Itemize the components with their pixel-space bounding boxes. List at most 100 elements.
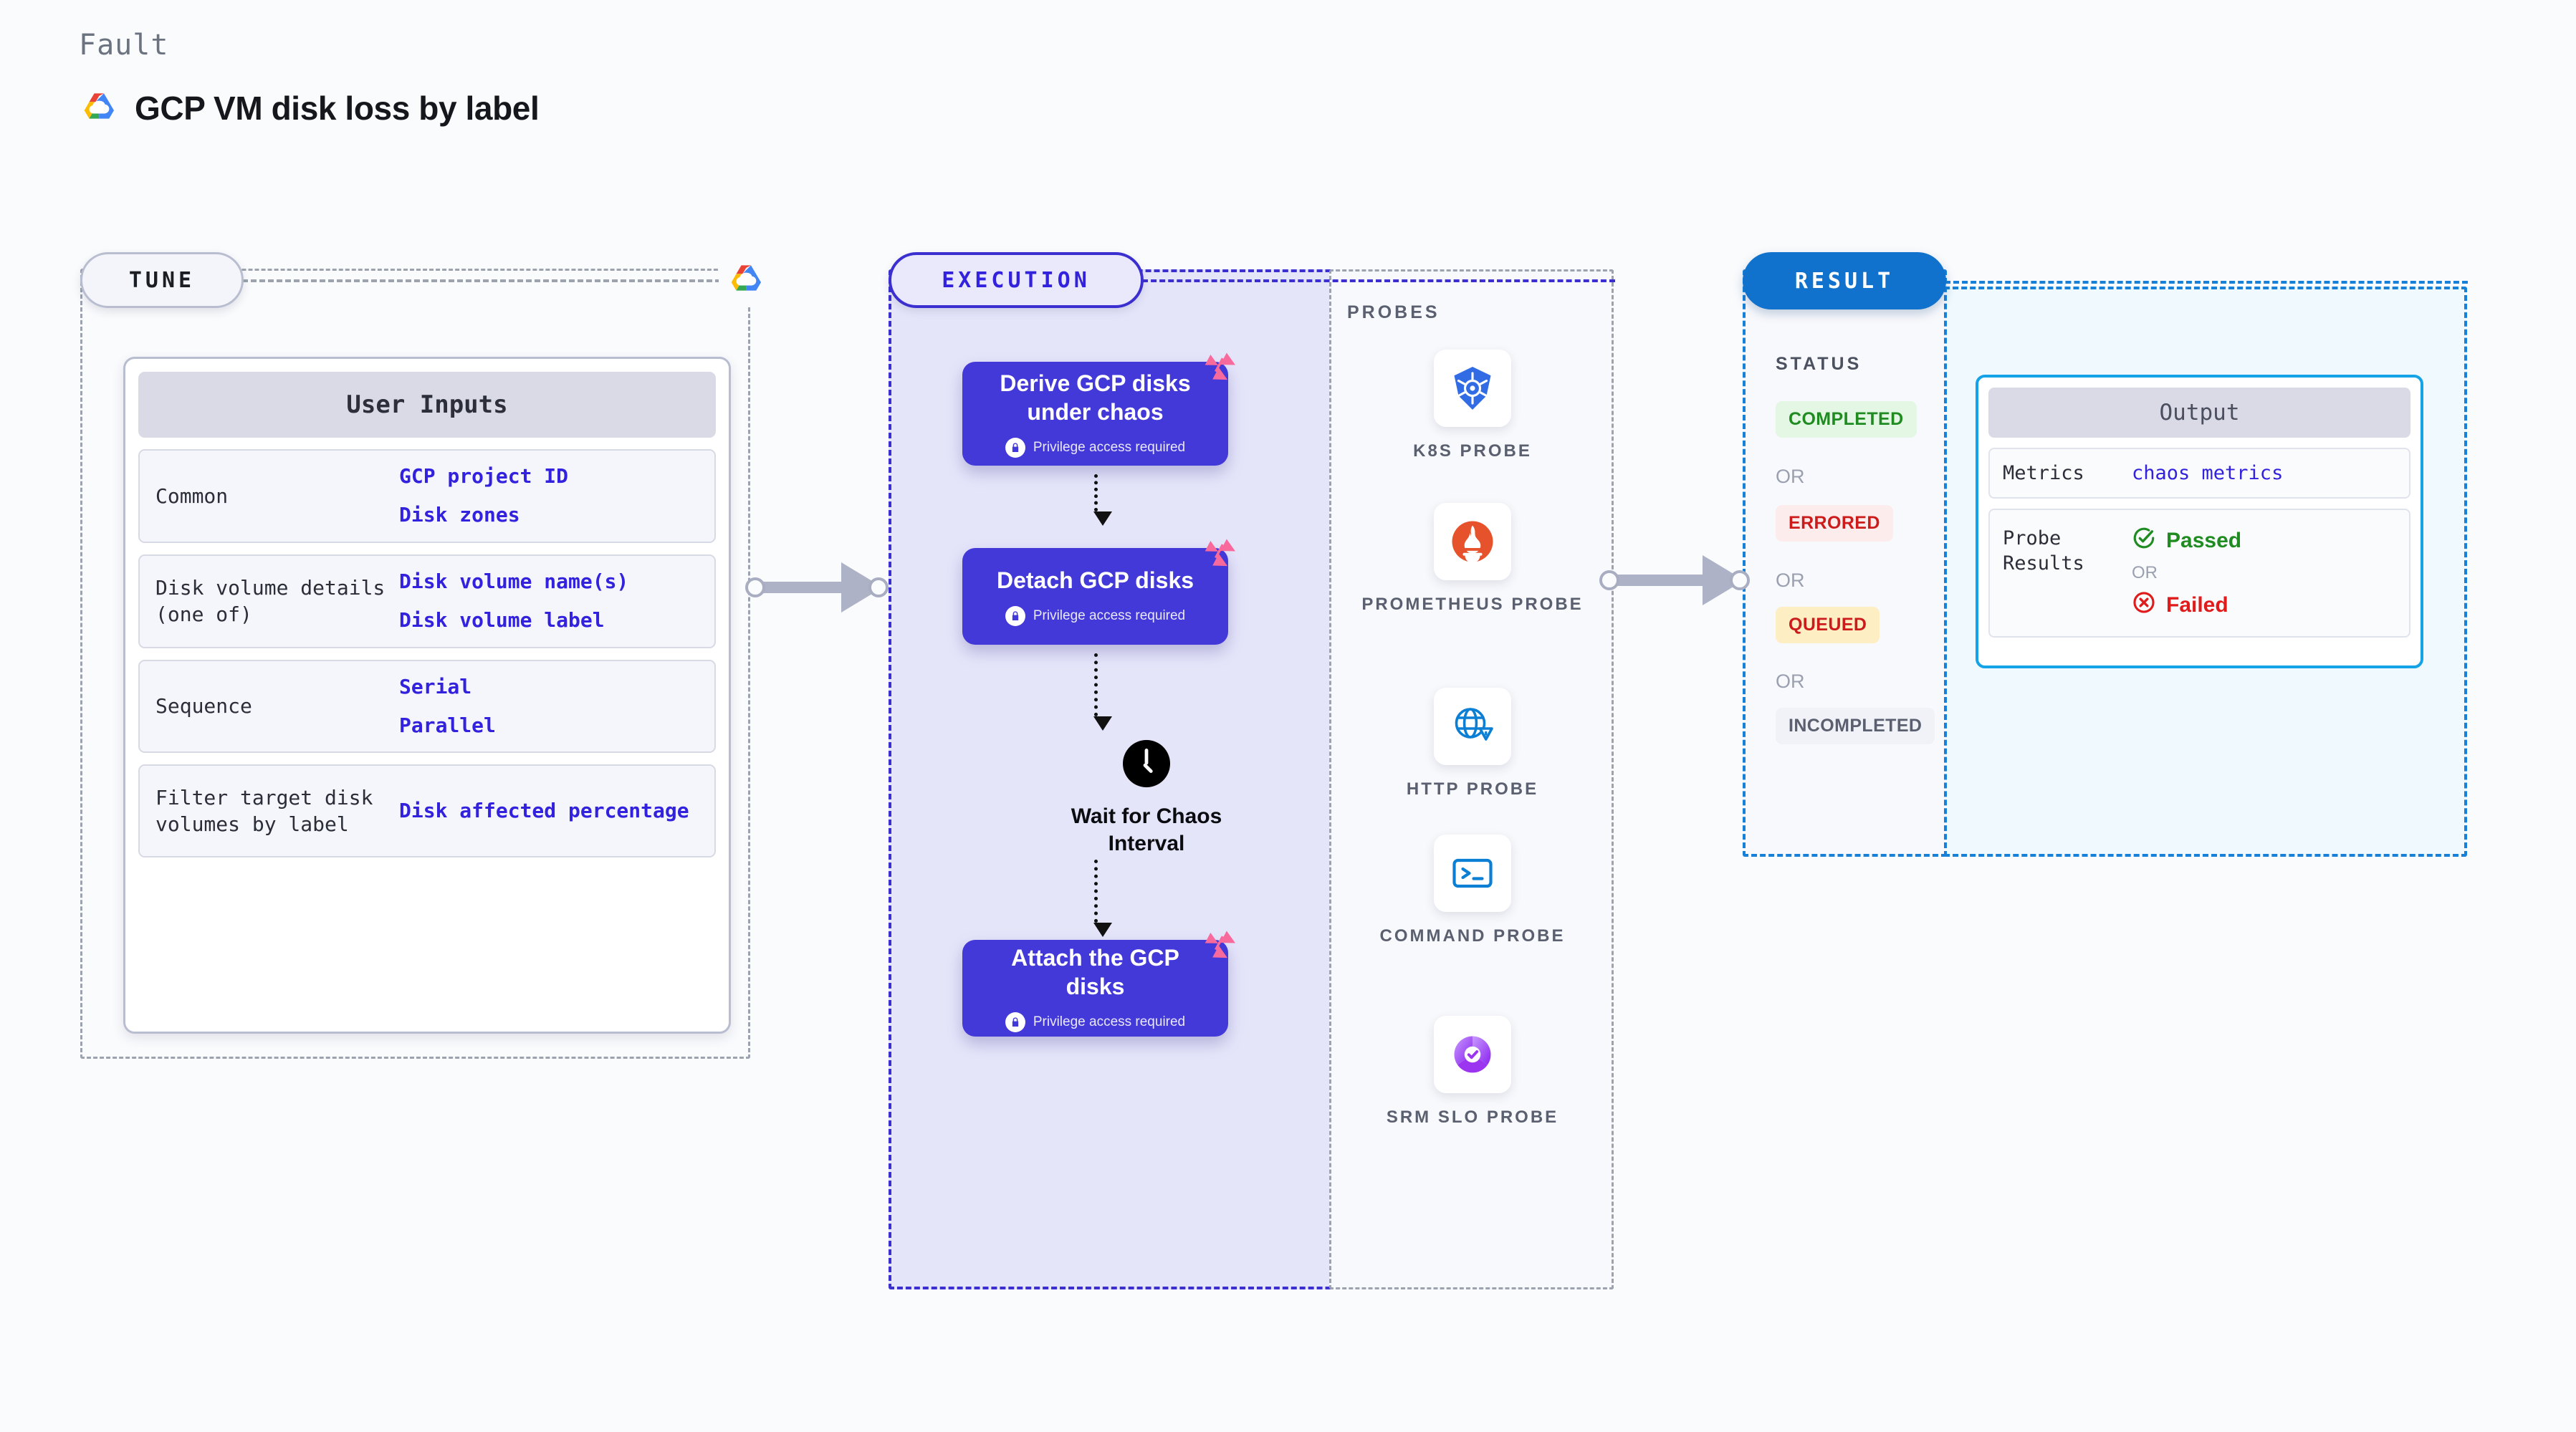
user-inputs-title: User Inputs xyxy=(138,372,716,438)
tune-connector-line xyxy=(242,279,729,282)
tune-panel xyxy=(80,269,750,1059)
wait-label: Wait for Chaos Interval xyxy=(1071,804,1222,855)
clock-icon xyxy=(1121,740,1172,792)
input-label: Common xyxy=(155,484,229,508)
litmus-logo-icon xyxy=(1200,924,1240,968)
tune-badge: TUNE xyxy=(80,252,244,308)
output-metrics-value[interactable]: chaos metrics xyxy=(2132,462,2284,485)
input-row-disk-volume-details[interactable]: Disk volume details (one of) Disk volume… xyxy=(138,554,716,648)
probe-label: HTTP PROBE xyxy=(1406,779,1539,799)
input-value[interactable]: Disk volume name(s) xyxy=(399,569,629,593)
terminal-icon xyxy=(1434,835,1511,912)
probes-panel xyxy=(1329,269,1614,1289)
lock-icon xyxy=(1005,437,1025,458)
probe-prometheus[interactable]: PROMETHEUS PROBE xyxy=(1354,503,1591,616)
result-status-panel xyxy=(1743,269,1947,857)
status-badge-errored: ERRORED xyxy=(1776,505,1893,542)
gcp-logo-icon xyxy=(79,90,119,128)
status-badge-incompleted: INCOMPLETED xyxy=(1776,708,1935,744)
flow-arrow-1 xyxy=(1093,474,1112,526)
privilege-note: Privilege access required xyxy=(1005,1011,1186,1032)
connector-execution-to-result xyxy=(1599,555,1750,605)
privilege-text: Privilege access required xyxy=(1033,1014,1186,1029)
probe-passed-label: Passed xyxy=(2166,529,2242,553)
input-value[interactable]: Disk zones xyxy=(399,503,520,527)
srm-slo-icon xyxy=(1434,1016,1511,1093)
output-label: Probe Results xyxy=(2003,527,2084,575)
probe-k8s[interactable]: K8S PROBE xyxy=(1354,350,1591,463)
probe-srm-slo[interactable]: SRM SLO PROBE xyxy=(1354,1016,1591,1129)
probe-label: K8S PROBE xyxy=(1413,441,1532,461)
check-circle-icon xyxy=(2132,526,2156,556)
input-value[interactable]: Serial xyxy=(399,674,472,698)
output-row-probe-results: Probe Results Passed OR xyxy=(1988,509,2410,638)
status-badge-completed: COMPLETED xyxy=(1776,401,1917,438)
output-card: Output Metrics chaos metrics Probe Resul… xyxy=(1976,375,2423,668)
execution-step-attach[interactable]: Attach the GCP disks Privilege access re… xyxy=(962,931,1235,1037)
output-label: Metrics xyxy=(2003,462,2084,484)
status-title: STATUS xyxy=(1776,354,1862,374)
lock-icon xyxy=(1005,1011,1025,1032)
or-separator: OR xyxy=(2132,563,2158,583)
probe-http[interactable]: HTTP PROBE xyxy=(1354,688,1591,801)
probe-result-failed: Failed xyxy=(2132,590,2241,620)
result-badge: RESULT xyxy=(1743,252,1946,309)
lock-icon xyxy=(1005,606,1025,627)
execution-step-title: Attach the GCP disks xyxy=(1011,945,1179,999)
probe-failed-label: Failed xyxy=(2166,593,2228,618)
litmus-logo-icon xyxy=(1200,532,1240,576)
probe-label: SRM SLO PROBE xyxy=(1386,1107,1559,1127)
execution-step-title: Derive GCP disks under chaos xyxy=(1000,370,1191,425)
privilege-note: Privilege access required xyxy=(1005,606,1186,627)
connector-end-dot xyxy=(868,577,889,597)
x-circle-icon xyxy=(2132,590,2156,620)
status-badge-queued: QUEUED xyxy=(1776,607,1880,643)
input-row-filter-target[interactable]: Filter target disk volumes by label Disk… xyxy=(138,764,716,858)
prometheus-icon xyxy=(1434,503,1511,580)
output-row-metrics[interactable]: Metrics chaos metrics xyxy=(1988,448,2410,499)
http-globe-warning-icon xyxy=(1434,688,1511,765)
probe-label: PROMETHEUS PROBE xyxy=(1361,595,1584,614)
gcp-logo-icon xyxy=(719,251,773,306)
probe-label: COMMAND PROBE xyxy=(1379,926,1566,946)
or-separator: OR xyxy=(1776,570,1805,591)
input-value[interactable]: GCP project ID xyxy=(399,464,569,488)
page-header: Fault GCP VM disk loss by label xyxy=(79,29,540,128)
connector-shaft xyxy=(761,582,854,593)
execution-connector-line xyxy=(1142,279,1615,282)
probe-result-passed: Passed xyxy=(2132,526,2241,556)
kubernetes-icon xyxy=(1434,350,1511,427)
input-value[interactable]: Parallel xyxy=(399,713,496,737)
input-label: Filter target disk volumes by label xyxy=(155,785,373,837)
input-label: Disk volume details (one of) xyxy=(155,575,386,627)
flow-arrow-3 xyxy=(1093,860,1112,937)
connector-start-dot xyxy=(1599,570,1619,590)
privilege-text: Privilege access required xyxy=(1033,439,1186,455)
input-row-common[interactable]: Common GCP project ID Disk zones xyxy=(138,449,716,543)
connector-end-dot xyxy=(1730,570,1750,590)
input-value[interactable]: Disk volume label xyxy=(399,608,605,633)
execution-step-derive[interactable]: Derive GCP disks under chaos Privilege a… xyxy=(962,352,1235,466)
litmus-logo-icon xyxy=(1200,346,1240,390)
connector-shaft xyxy=(1615,575,1715,586)
page-title: GCP VM disk loss by label xyxy=(135,90,540,127)
privilege-note: Privilege access required xyxy=(1005,437,1186,458)
or-separator: OR xyxy=(1776,671,1805,692)
connector-tune-to-execution xyxy=(745,562,889,612)
input-value[interactable]: Disk affected percentage xyxy=(399,799,689,823)
output-title: Output xyxy=(1988,388,2410,438)
connector-start-dot xyxy=(745,577,765,597)
user-inputs-card: User Inputs Common GCP project ID Disk z… xyxy=(123,357,731,1034)
privilege-text: Privilege access required xyxy=(1033,608,1186,624)
execution-step-detach[interactable]: Detach GCP disks Privilege access requir… xyxy=(962,539,1235,645)
execution-step-title: Detach GCP disks xyxy=(996,567,1194,593)
wait-for-chaos-interval: Wait for Chaos Interval xyxy=(1064,738,1229,857)
title-row: GCP VM disk loss by label xyxy=(79,89,540,128)
execution-badge: EXECUTION xyxy=(889,252,1144,308)
input-label: Sequence xyxy=(155,694,252,719)
probe-command[interactable]: COMMAND PROBE xyxy=(1354,835,1591,948)
result-connector-line xyxy=(1945,281,2468,284)
probes-title: PROBES xyxy=(1347,302,1440,322)
fault-kicker: Fault xyxy=(79,29,169,62)
input-row-sequence[interactable]: Sequence Serial Parallel xyxy=(138,659,716,754)
